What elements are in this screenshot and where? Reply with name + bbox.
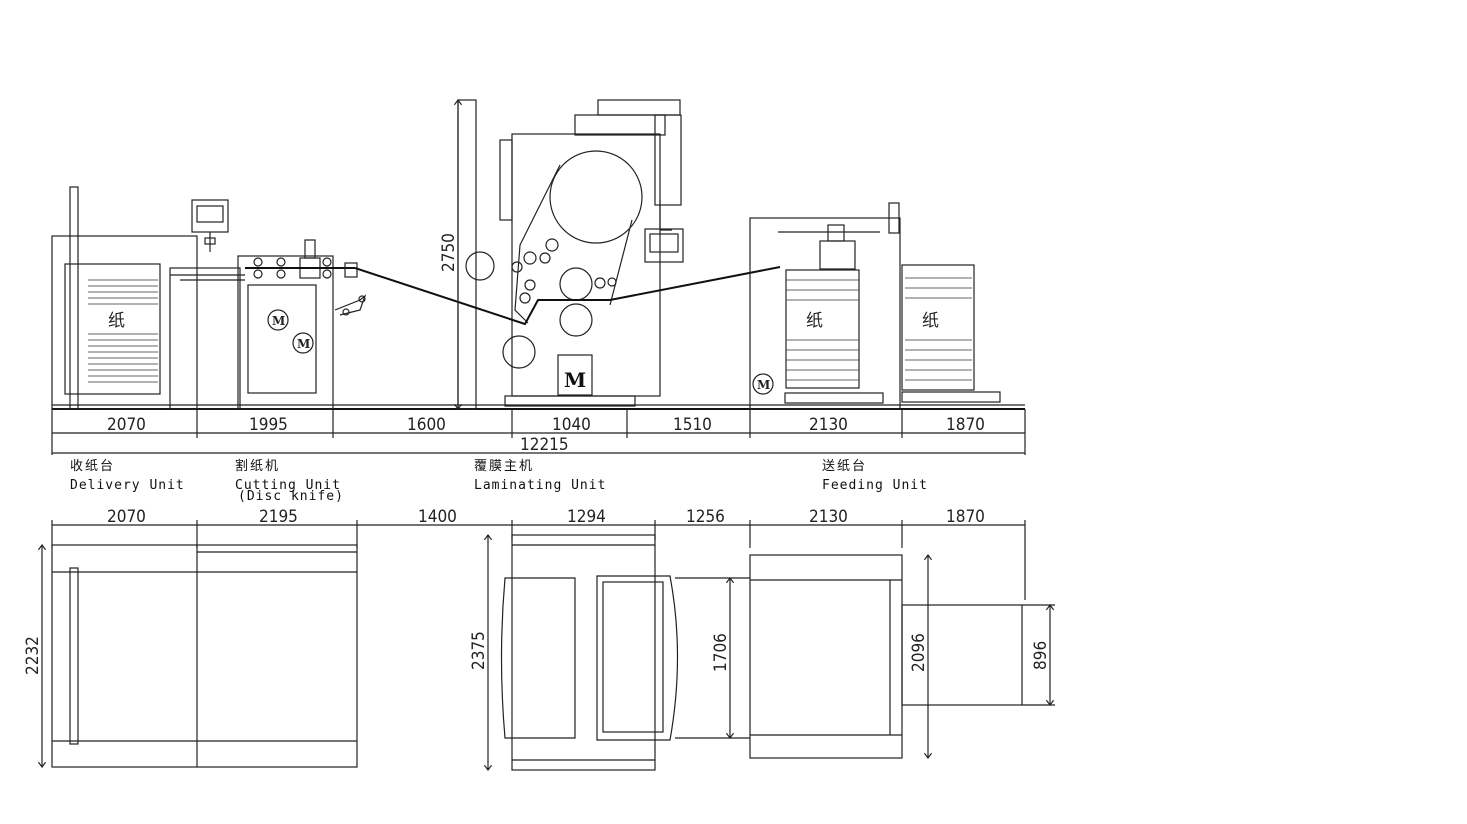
top-dim-5: 2130 xyxy=(809,507,848,527)
side-dim-1: 1995 xyxy=(249,415,288,435)
motor-label-1: M xyxy=(272,314,285,328)
unit-2-en: Laminating Unit xyxy=(474,478,606,493)
laminating-unit-drawing: M xyxy=(457,99,684,410)
side-segment-dims: 2070 1995 1600 1040 1510 2130 1870 12215 xyxy=(51,409,1026,455)
side-dim-4: 1510 xyxy=(673,415,712,435)
paper-stack-label-delivery: 纸 xyxy=(108,311,125,331)
top-dim-1: 2195 xyxy=(259,507,298,527)
top-segment-dims: 2070 2195 1400 1294 1256 2130 1870 xyxy=(51,507,1026,600)
top-dim-3: 1294 xyxy=(567,507,606,527)
top-vdim-3: 2096 xyxy=(909,633,929,672)
top-dim-4: 1256 xyxy=(686,507,725,527)
unit-3-en: Feeding Unit xyxy=(822,478,928,493)
side-dim-6: 1870 xyxy=(946,415,985,435)
paper-stack-label-feeding: 纸 xyxy=(806,311,823,331)
side-dim-2: 1600 xyxy=(407,415,446,435)
unit-2-zh: 覆膜主机 xyxy=(474,459,534,474)
top-vdim-2: 1706 xyxy=(711,633,731,672)
main-motor-label: M xyxy=(564,368,586,392)
unit-0-en: Delivery Unit xyxy=(70,478,185,493)
top-view: 2070 2195 1400 1294 1256 2130 1870 2232 … xyxy=(23,507,1055,770)
feeding-unit-drawing: 纸 M 纸 xyxy=(749,202,1001,410)
side-view: 纸 M M xyxy=(51,99,1026,504)
unit-1-en2: (Disc knife) xyxy=(238,489,344,504)
top-vdim-4: 896 xyxy=(1031,641,1051,670)
top-dim-0: 2070 xyxy=(107,507,146,527)
top-vdim-1: 2375 xyxy=(469,631,489,670)
top-dim-6: 1870 xyxy=(946,507,985,527)
unit-0-zh: 收纸台 xyxy=(70,459,115,474)
top-vdim-0: 2232 xyxy=(23,636,43,675)
unit-1-zh: 割纸机 xyxy=(235,458,280,474)
side-dim-5: 2130 xyxy=(809,415,848,435)
side-dim-0: 2070 xyxy=(107,415,146,435)
motor-label-3: M xyxy=(757,378,770,392)
cutting-unit-drawing: M M xyxy=(237,239,367,410)
unit-labels: 收纸台 Delivery Unit 割纸机 Cutting Unit (Disc… xyxy=(70,458,928,504)
top-dim-2: 1400 xyxy=(418,507,457,527)
height-dim-2750: 2750 xyxy=(439,233,459,272)
side-dim-3: 1040 xyxy=(552,415,591,435)
side-total-dim: 12215 xyxy=(520,435,569,455)
unit-1-en: Cutting Unit xyxy=(235,478,341,493)
delivery-unit-drawing: 纸 xyxy=(51,186,229,410)
paper-stack-label-aux: 纸 xyxy=(922,311,939,331)
unit-3-zh: 送纸台 xyxy=(822,459,867,474)
motor-label-2: M xyxy=(297,337,310,351)
